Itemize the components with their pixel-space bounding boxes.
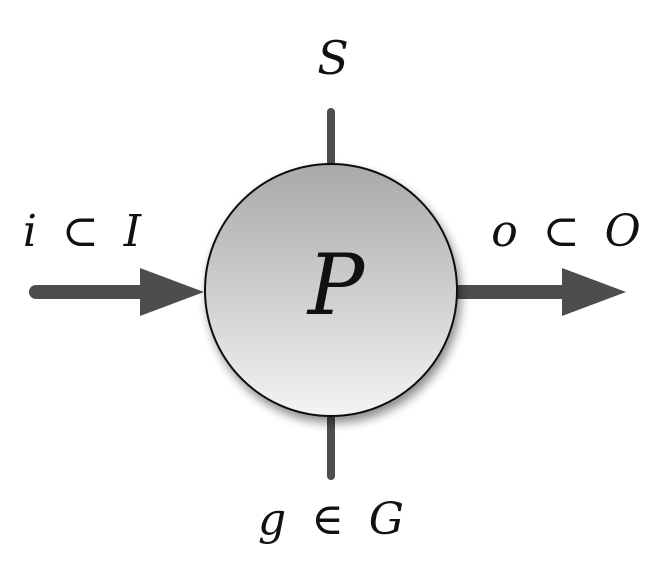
output-set: O [605,206,641,257]
input-arrow [29,268,204,316]
output-var: o [491,206,518,257]
bottom-var: g [258,494,286,545]
bottom-element-op: ∈ [311,494,344,545]
input-var: i [23,206,37,257]
input-set: I [123,206,143,257]
bottom-set: G [369,494,404,545]
output-subset-op: ⊂ [543,206,580,257]
output-arrow [456,268,626,316]
process-circle [204,163,458,417]
output-label: o ⊂ O [491,206,640,257]
input-subset-op: ⊂ [62,206,99,257]
bottom-label: g ∈ G [258,494,404,545]
top-label: S [317,31,349,85]
input-label: i ⊂ I [23,206,143,257]
process-label: P [306,236,366,334]
